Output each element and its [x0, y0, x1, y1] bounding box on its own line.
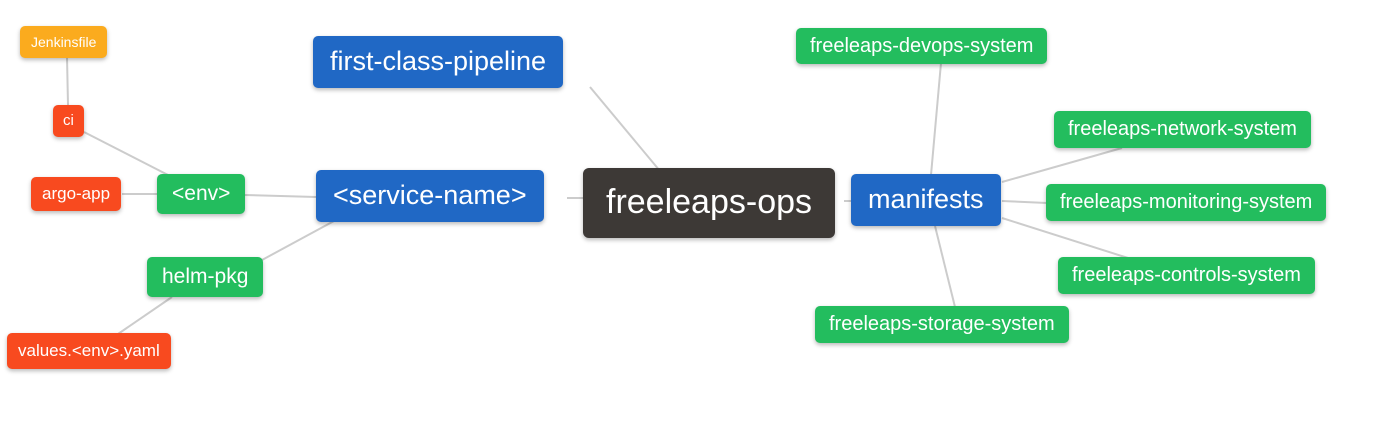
node-ci[interactable]: ci: [53, 105, 84, 137]
edge-manifests-monitoring: [1001, 200, 1048, 204]
edge-manifests-network: [1001, 147, 1123, 183]
node-devops-system[interactable]: freeleaps-devops-system: [796, 28, 1048, 64]
node-argo-app[interactable]: argo-app: [31, 177, 122, 211]
node-jenkinsfile[interactable]: Jenkinsfile: [20, 26, 108, 58]
node-network-system[interactable]: freeleaps-network-system: [1054, 111, 1311, 148]
edge-values-helm-pkg: [117, 296, 173, 335]
edge-manifests-storage: [934, 225, 956, 308]
edge-manifests-controls: [1001, 217, 1129, 259]
edge-env-service-name: [243, 194, 317, 198]
node-service-name[interactable]: <service-name>: [316, 170, 544, 222]
node-first-class-pipeline[interactable]: first-class-pipeline: [313, 36, 564, 88]
node-monitoring-system[interactable]: freeleaps-monitoring-system: [1046, 184, 1327, 221]
node-controls-system[interactable]: freeleaps-controls-system: [1058, 257, 1315, 294]
node-env[interactable]: <env>: [157, 174, 246, 214]
edge-pipeline-ops: [589, 86, 661, 172]
node-values-env-yaml[interactable]: values.<env>.yaml: [7, 333, 171, 369]
edge-ci-env: [83, 131, 171, 177]
node-manifests[interactable]: manifests: [851, 174, 1001, 226]
node-helm-pkg[interactable]: helm-pkg: [147, 257, 264, 297]
node-freeleaps-ops[interactable]: freeleaps-ops: [583, 168, 836, 238]
edge-helm-pkg-service-name: [261, 220, 335, 261]
edge-manifests-devops: [930, 62, 942, 176]
edge-jenkinsfile-ci: [66, 56, 69, 106]
node-storage-system[interactable]: freeleaps-storage-system: [815, 306, 1069, 343]
